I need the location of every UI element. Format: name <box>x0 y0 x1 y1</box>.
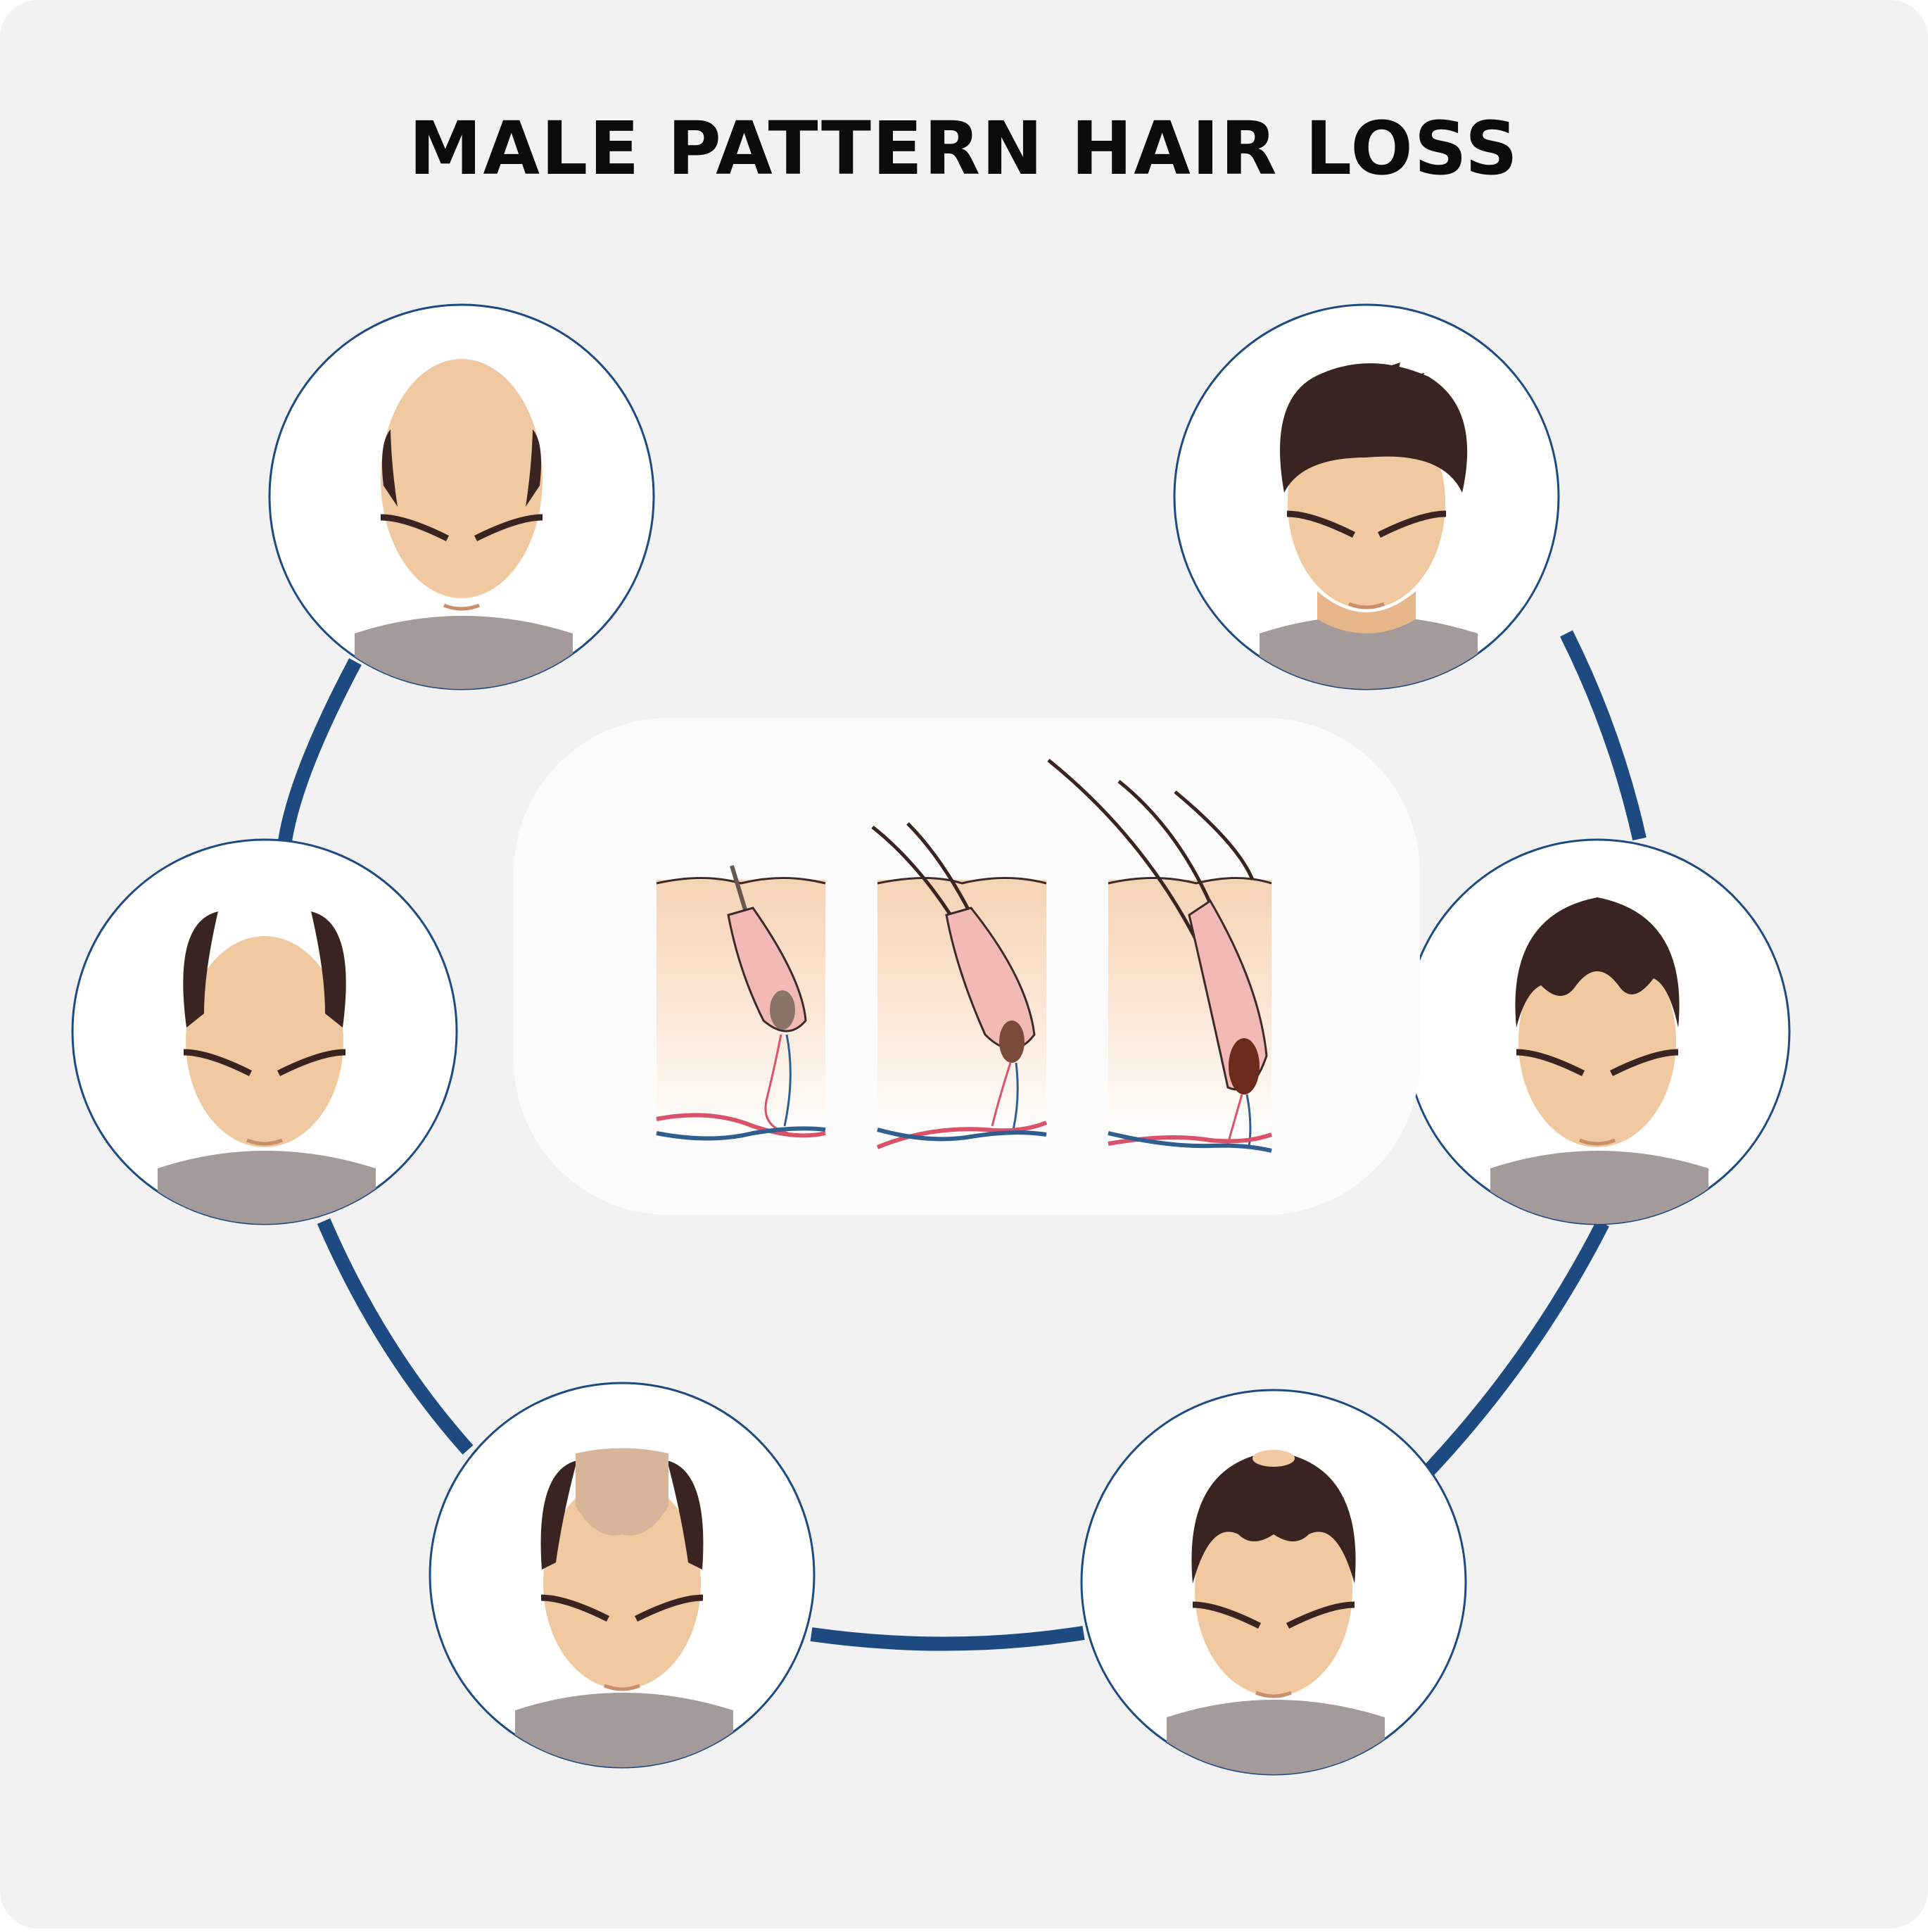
healthy-follicle <box>1047 759 1272 1153</box>
medium-follicle <box>871 822 1048 1149</box>
stage-4-thinning-top <box>429 1382 816 1769</box>
follicle-panel <box>514 718 1420 1215</box>
stage-ring <box>278 630 1647 1651</box>
stage-2-slight-recession <box>1404 838 1791 1225</box>
diagram-title: MALE PATTERN HAIR LOSS <box>409 106 1519 191</box>
stage-3-deep-recession <box>1080 1389 1467 1776</box>
weak-follicle <box>656 865 826 1141</box>
stage-6-bald <box>268 303 655 690</box>
